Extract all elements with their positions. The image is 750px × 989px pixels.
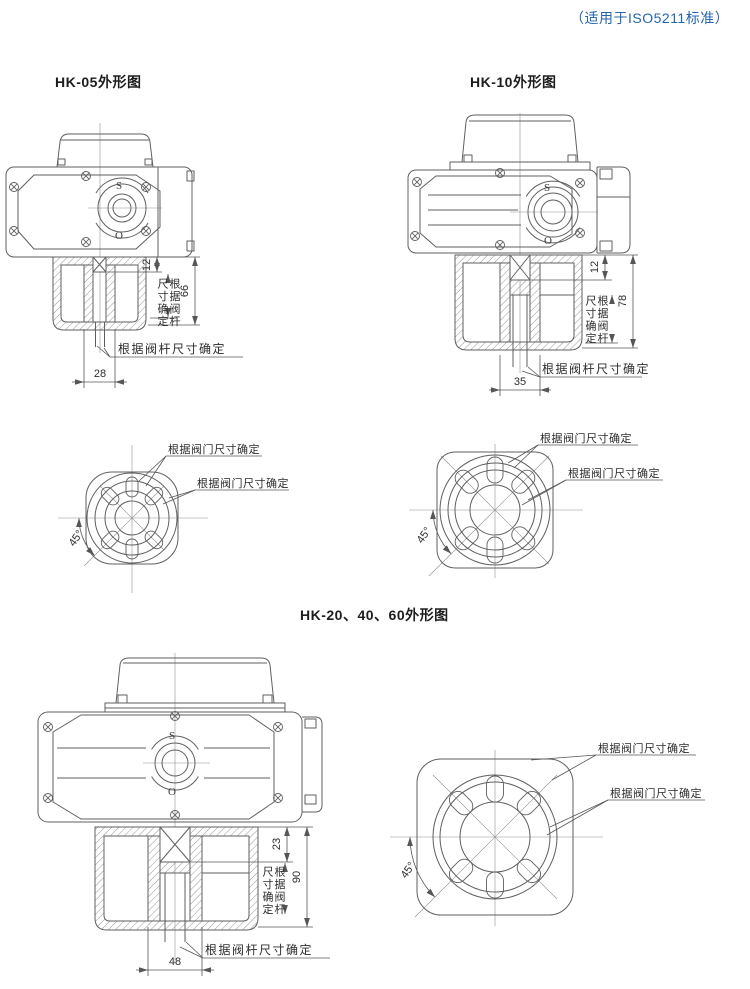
hk20-dimensions: 23 90 48 根据阀杆尺寸确定: [136, 826, 330, 976]
hk05-stem-square: [92, 256, 107, 347]
hk05-bottom-view-drawing: 45° 根据阀门尺寸确定 根据阀门尺寸确定: [58, 442, 289, 593]
hk05-flange-centerlines: [58, 445, 208, 593]
hk05-stem-vertical-note: 根据阀杆尺寸确定: [156, 278, 180, 328]
hk20-flange-note-1: 根据阀门尺寸确定: [598, 741, 690, 755]
hk20-stem-square: [159, 826, 249, 942]
hk10-stem-vertical-note: 根据阀杆尺寸确定: [584, 295, 608, 345]
hk20-mounting-bracket: [94, 826, 259, 942]
hk10-flange-note-1: 根据阀门尺寸确定: [540, 431, 632, 445]
hk10-title: HK-10外形图: [470, 74, 557, 90]
hk10-front-view-drawing: S O: [407, 113, 649, 396]
hk20-body: [37, 711, 303, 823]
hk05-flange-note-1: 根据阀门尺寸确定: [168, 442, 260, 456]
hk20-top-cap: [104, 657, 286, 713]
hk05-angle-45: 45°: [67, 528, 86, 549]
hk05-stem-note: 根据阀杆尺寸确定: [118, 341, 226, 356]
hk20-dim-square-depth: 23: [271, 838, 283, 850]
hk05-top-cap: [56, 133, 154, 168]
hk05-centerlines: [88, 123, 162, 353]
hk10-dial-o-mark: O: [544, 235, 552, 247]
hk10-dimensions: 12 78 35 根据阀杆尺寸确定: [489, 254, 650, 396]
hk10-dim-height: 78: [617, 295, 629, 307]
hk10-centerlines: [510, 113, 598, 373]
hk05-dial: [95, 177, 149, 239]
hk10-dim-stem-width: 35: [514, 376, 526, 388]
hk10-body: [407, 169, 598, 254]
hk20-dim-stem-width: 48: [169, 956, 181, 968]
hk05-dial-s-mark: S: [116, 180, 122, 192]
hk10-stem-square: [509, 254, 574, 367]
hk10-terminal-box: [596, 166, 631, 254]
hk10-bottom-view-drawing: 45° 根据阀门尺寸确定 根据阀门尺寸确定: [409, 431, 663, 578]
hk10-flange-centerlines: [409, 444, 583, 578]
hk10-angle-45: 45°: [415, 525, 434, 546]
hk20-dial-o-mark: O: [168, 786, 176, 798]
hk10-dial-s-mark: S: [544, 182, 550, 194]
hk20-terminal-box: [302, 716, 323, 813]
hk10-stem-note: 根据阀杆尺寸确定: [542, 361, 650, 376]
hk05-front-view-drawing: S O 12 66: [5, 123, 243, 388]
hk10-dim-square-depth: 12: [589, 261, 601, 273]
hk20-stem-note: 根据阀杆尺寸确定: [205, 942, 313, 957]
hk05-dimensions: 12 66 28 根据阀杆尺寸确定: [72, 256, 243, 388]
hk204060-front-view-drawing: S O 23: [37, 653, 330, 976]
hk20-centerlines: [143, 653, 210, 963]
hk05-screws: [9, 171, 151, 247]
hk05-dim-stem-width: 28: [94, 368, 106, 380]
iso-standard-note: （适用于ISO5211标准）: [570, 10, 730, 26]
hk20-flange-note-2: 根据阀门尺寸确定: [610, 786, 702, 800]
hk204060-bottom-view-drawing: 45° 根据阀门尺寸确定 根据阀门尺寸确定: [390, 741, 705, 926]
hk20-dial: [151, 735, 199, 791]
hk204060-title: HK-20、40、60外形图: [300, 607, 449, 623]
hk20-angle-45: 45°: [399, 860, 418, 881]
hk05-dim-square-depth: 12: [141, 259, 153, 271]
hk05-mounting-bracket: [52, 256, 147, 347]
hk10-dial: [525, 180, 581, 244]
hk20-stem-vertical-note: 根据阀杆尺寸确定: [261, 866, 285, 916]
hk10-flange-annotations: 45° 根据阀门尺寸确定 根据阀门尺寸确定: [415, 431, 663, 555]
hk05-dim-height: 66: [179, 285, 191, 297]
hk05-flange-note-2: 根据阀门尺寸确定: [197, 476, 289, 490]
hk20-screws: [43, 711, 283, 820]
hk10-mounting-bracket: [454, 254, 583, 367]
hk05-dial-o-mark: O: [115, 230, 123, 242]
hk10-flange-note-2: 根据阀门尺寸确定: [568, 466, 660, 480]
hk20-dial-s-mark: S: [169, 730, 175, 742]
hk05-title: HK-05外形图: [55, 74, 142, 90]
hk20-dim-height: 90: [291, 871, 303, 883]
